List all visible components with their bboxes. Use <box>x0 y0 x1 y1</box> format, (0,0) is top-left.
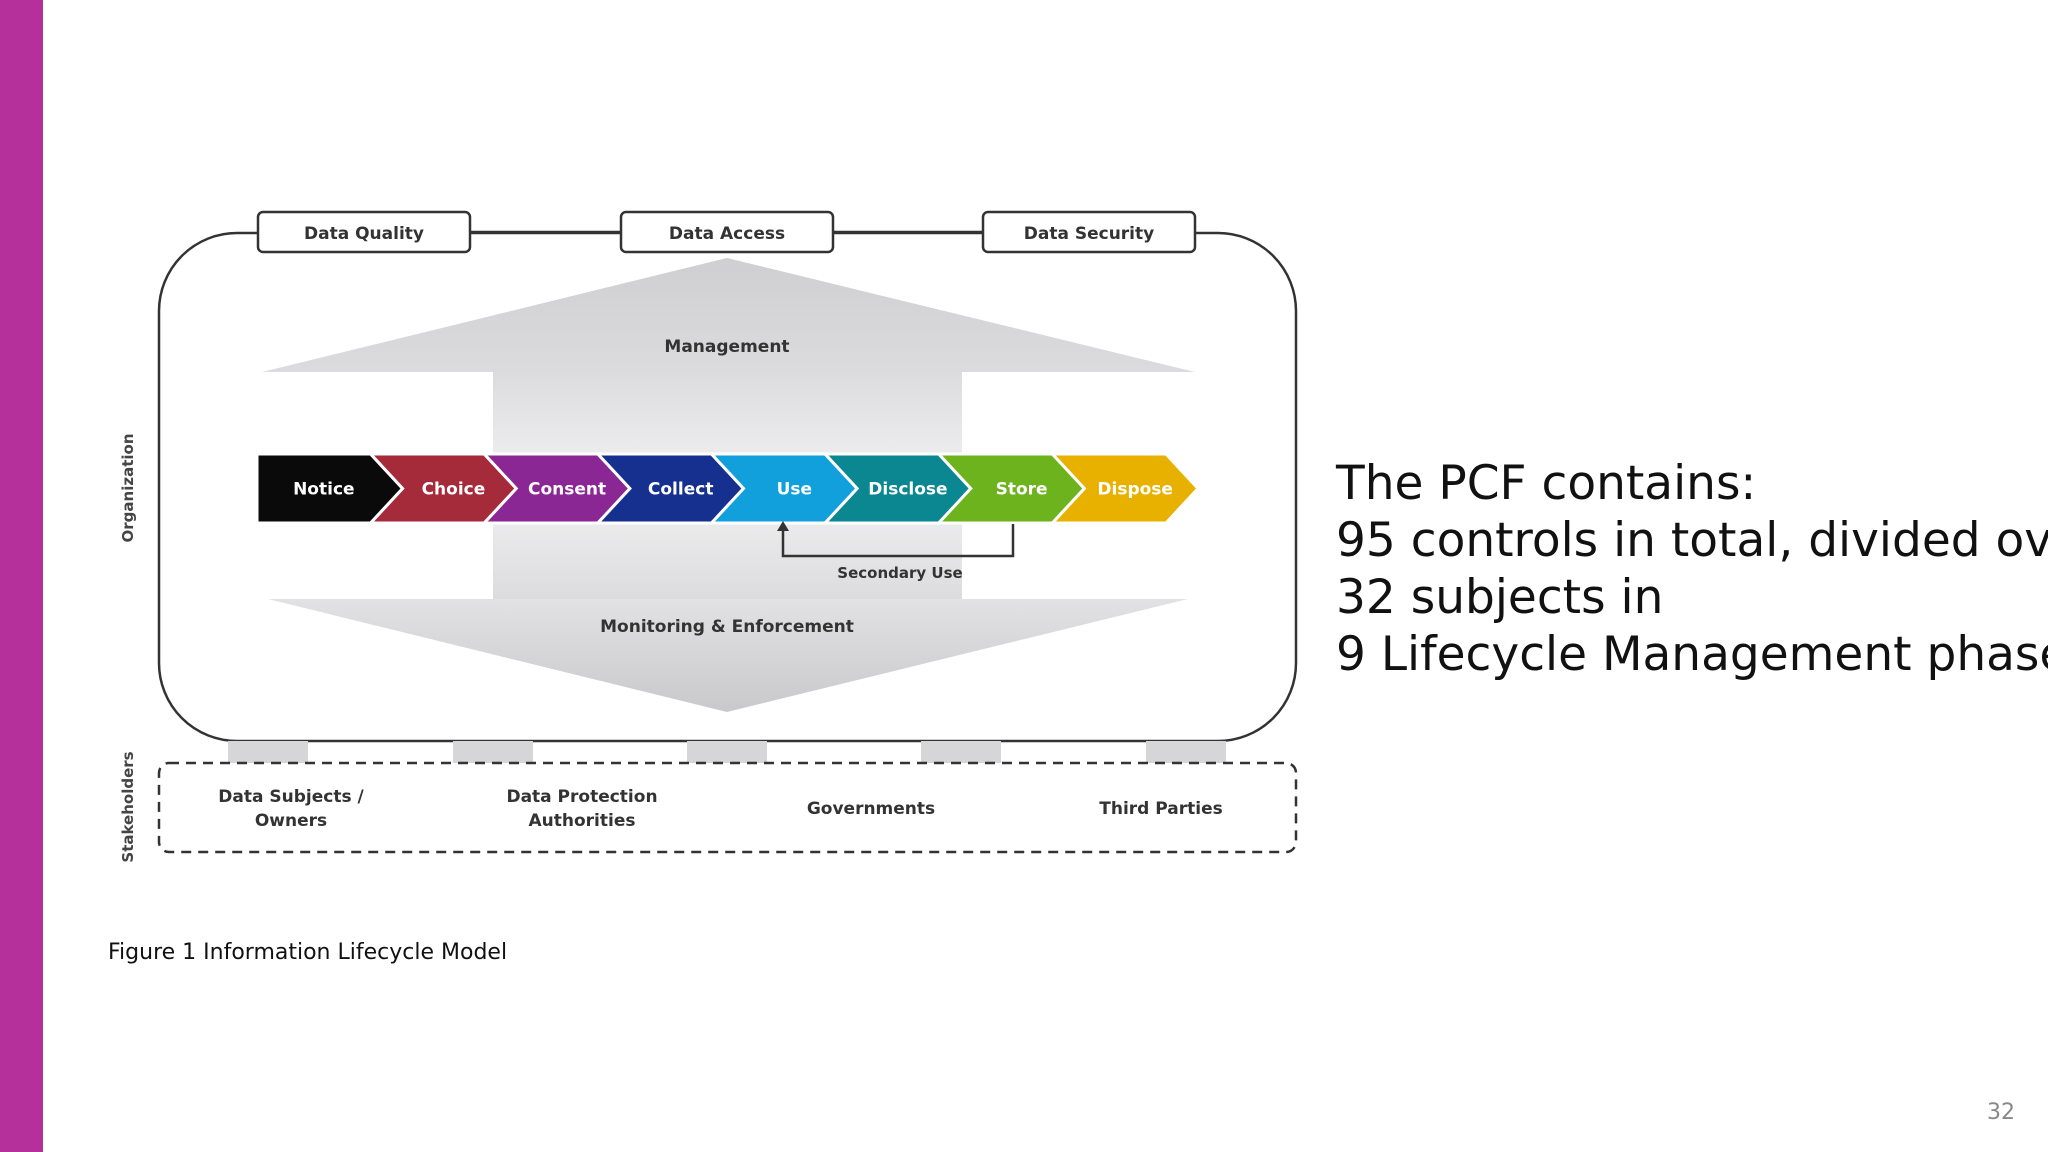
stakeholder-label: Governments <box>807 799 935 819</box>
stakeholder-item: Governments <box>807 799 935 819</box>
category-box: Data Access <box>619 210 835 254</box>
management-label: Management <box>664 337 789 357</box>
phase-label: Use <box>777 480 812 500</box>
lifecycle-phases: Notice Choice Consent Collect Use Disclose Sto… <box>255 452 1201 525</box>
stakeholder-label: Third Parties <box>1099 799 1222 819</box>
category-box-label: Data Security <box>1024 224 1154 244</box>
phase-label: Notice <box>293 480 354 500</box>
summary-line: 95 controls in total, divided over <box>1336 513 2048 568</box>
stakeholder-label: Owners <box>255 811 327 831</box>
stakeholder-item: Third Parties <box>1099 799 1222 819</box>
phase-choice: Choice <box>367 452 519 525</box>
stakeholders-label: Stakeholders <box>119 751 137 862</box>
figure-caption: Figure 1 Information Lifecycle Model <box>108 940 508 965</box>
phase-label: Collect <box>648 480 714 500</box>
phase-label: Choice <box>422 480 486 500</box>
stakeholder-connectors <box>228 741 1226 763</box>
phase-label: Consent <box>528 480 606 500</box>
phase-label: Dispose <box>1097 480 1173 500</box>
category-box: Data Quality <box>256 210 472 254</box>
stakeholder-label: Data Protection <box>506 787 657 807</box>
summary-line: 32 subjects in <box>1336 570 1664 625</box>
secondary-use-label: Secondary Use <box>837 564 962 582</box>
summary-text: The PCF contains: 95 controls in total, … <box>1336 455 2048 683</box>
summary-line: 9 Lifecycle Management phases <box>1336 627 2048 682</box>
secondary-use-bracket <box>777 521 1015 558</box>
top-boxes: Data Quality Data Access Data Security <box>256 210 1197 254</box>
phase-label: Disclose <box>868 480 947 500</box>
phase-disclose: Disclose <box>821 452 973 525</box>
stakeholders-frame <box>157 761 1298 854</box>
stakeholders: Data Subjects / Owners Data ProtectionAuth… <box>218 787 1222 831</box>
category-box: Data Security <box>981 210 1197 254</box>
phase-store: Store <box>935 452 1087 525</box>
accent-bar <box>0 0 43 1152</box>
monitoring-label: Monitoring & Enforcement <box>600 617 854 637</box>
page-number: 32 <box>1987 1100 2015 1125</box>
phase-label: Store <box>996 480 1048 500</box>
organization-label: Organization <box>119 434 137 543</box>
stakeholder-item: Data Subjects / Owners <box>218 787 364 831</box>
category-box-label: Data Quality <box>304 224 424 244</box>
stakeholder-label: Data Subjects / <box>218 787 364 807</box>
phase-dispose: Dispose <box>1048 452 1201 525</box>
phase-consent: Consent <box>480 452 632 525</box>
stakeholder-label: Authorities <box>529 811 636 831</box>
summary-line: The PCF contains: <box>1336 456 1757 511</box>
category-box-label: Data Access <box>669 224 785 244</box>
